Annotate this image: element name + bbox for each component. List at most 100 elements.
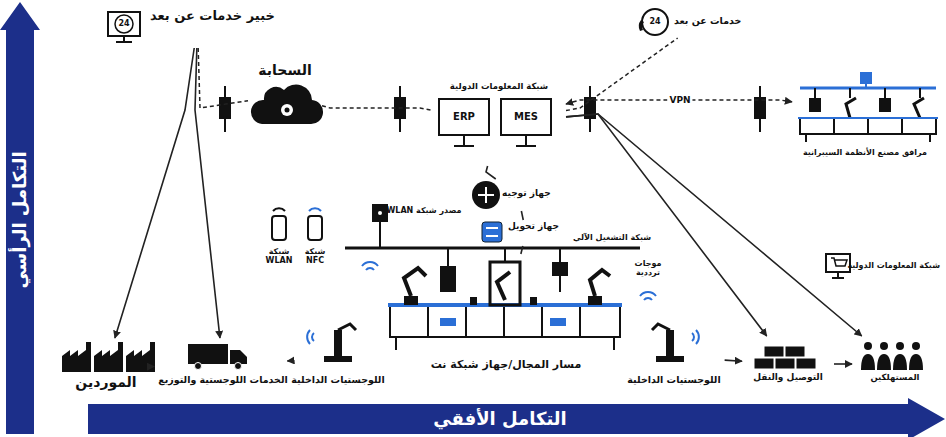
connector [322, 106, 432, 111]
production-line [552, 262, 568, 276]
node-label: خدمات عن بعد [674, 15, 741, 26]
cps-factory [798, 72, 938, 142]
axis-label: التكامل الرأسي [10, 151, 31, 288]
cps-factory: مرافق مصنع الأنظمة السيبرانية [792, 64, 938, 162]
access-point [372, 204, 388, 222]
node-label: جهاز تحويل [508, 221, 559, 232]
switch-icon [482, 222, 502, 242]
intralogistics: اللوجستيات الداخلية [287, 322, 388, 392]
people-icon [896, 342, 904, 350]
pallet-icon [785, 346, 805, 357]
pallet-icon [775, 358, 795, 369]
connector [725, 360, 742, 361]
connector [115, 48, 194, 338]
node-label: شبكة المعلومات الدولية [450, 81, 548, 91]
cps-factory [814, 88, 816, 98]
cps-factory [805, 134, 807, 142]
intralogistics-robot [324, 324, 684, 362]
production-line [530, 297, 537, 305]
remote-services: 24خدمات عن بعد [640, 6, 760, 38]
switch-icon [482, 222, 502, 242]
firewall-symbol [755, 98, 765, 118]
people-icon [893, 354, 907, 370]
cps-factory [800, 87, 936, 90]
network-label: شبكة التشغيل الآلي [573, 233, 651, 242]
cloud: السحابة [248, 62, 322, 128]
people-icon [877, 354, 891, 370]
phone-icon [639, 20, 644, 31]
monitor-stand [463, 136, 465, 146]
mobile-device [272, 216, 286, 240]
node-label: السحابة [258, 62, 311, 79]
people-icon [861, 342, 923, 370]
connector [566, 114, 767, 336]
cps-factory [806, 118, 930, 142]
monitor-stand [525, 136, 527, 146]
pallet-icon [754, 358, 774, 369]
router: جهاز توجيه [468, 179, 568, 211]
cps-factory [800, 118, 936, 134]
node-label: التوصيل والنقل [753, 372, 823, 383]
logistics-distribution: الخدمات اللوجستية والتوزيع [154, 338, 292, 394]
radio-waves [366, 268, 374, 270]
cloud-icon [251, 85, 323, 124]
connector [521, 211, 523, 220]
phone-icon [642, 9, 668, 35]
monitor-icon [115, 15, 133, 33]
vertical-arrow [0, 2, 40, 434]
production-line [440, 266, 456, 292]
cps-factory [879, 98, 891, 112]
web-shop: شبكة المعلومات الدولية [813, 250, 944, 286]
cps-factory [867, 118, 869, 134]
production-line [396, 305, 614, 350]
production-line [613, 337, 615, 350]
network-label: شبكة NFC [300, 247, 330, 265]
production-line [395, 337, 397, 350]
cps-factory [846, 98, 856, 118]
access-point [378, 211, 382, 215]
cps-factory [919, 88, 921, 98]
switch-icon [486, 227, 498, 229]
webshop-monitor [826, 254, 850, 278]
node-label: ERP [453, 111, 475, 123]
automation-bus [447, 248, 449, 266]
radio-waves [312, 333, 314, 341]
network-label: مصدر شبكة WLAN [386, 206, 461, 215]
cps-factory [809, 98, 821, 112]
node-label: جهاز توجيه [502, 188, 551, 199]
connector [521, 246, 523, 254]
signal-label: موجات ترددية [630, 259, 666, 277]
webshop-monitor [826, 254, 850, 272]
cps-factory [833, 118, 835, 134]
production-line [427, 305, 429, 337]
node-label: MES [514, 111, 538, 123]
production-line [390, 305, 620, 337]
production-line [465, 305, 467, 337]
production-line [550, 318, 566, 326]
radio-waves [644, 298, 652, 300]
cps-factory [901, 118, 903, 134]
switch: جهاز تحويل [480, 220, 572, 246]
truck-icon [188, 344, 247, 370]
people-icon [880, 342, 888, 350]
phone-icon [639, 9, 668, 35]
connector [834, 363, 852, 365]
intralogistics-robot [666, 330, 674, 356]
node-label: اللوجستيات الداخلية [627, 374, 720, 385]
factory-icon [62, 342, 155, 372]
cps-factory [914, 98, 924, 118]
production-line [590, 270, 610, 296]
production-line [541, 305, 543, 337]
connector [198, 48, 248, 108]
node-label: مرافق مصنع الأنظمة السيبرانية [803, 148, 927, 158]
truck-icon [188, 344, 228, 364]
router-icon [485, 187, 487, 203]
production-line [579, 305, 581, 337]
edge-label: VPN [667, 95, 692, 105]
router-icon [472, 181, 500, 209]
connector [153, 366, 155, 368]
connector [486, 166, 496, 179]
